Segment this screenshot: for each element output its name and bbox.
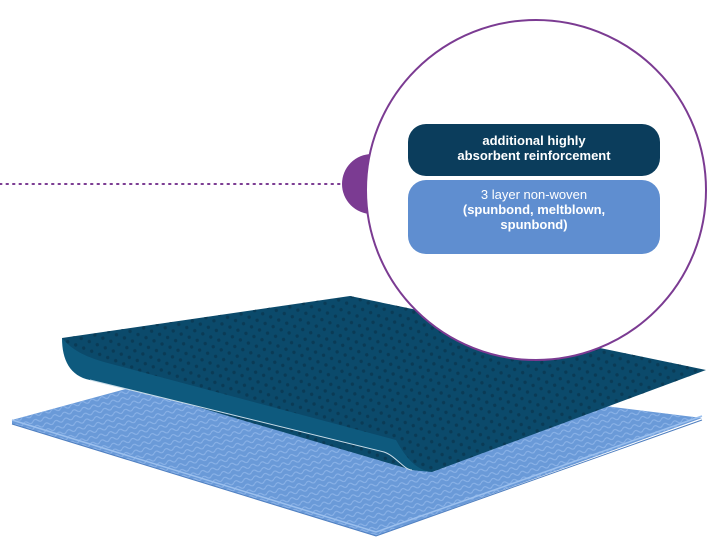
nonwoven-label: 3 layer non-woven (spunbond, meltblown, … (408, 180, 660, 254)
bottom-label-line2: (spunbond, meltblown, (462, 202, 606, 217)
top-label-line2: absorbent reinforcement (457, 148, 611, 163)
top-label-line1: additional highly (482, 133, 586, 148)
bottom-label-line3: spunbond) (500, 217, 568, 232)
absorbent-reinforcement-label: additional highly absorbent reinforcemen… (408, 124, 660, 176)
curled-corner (62, 338, 432, 472)
bottom-label-line1: 3 layer non-woven (480, 187, 588, 202)
